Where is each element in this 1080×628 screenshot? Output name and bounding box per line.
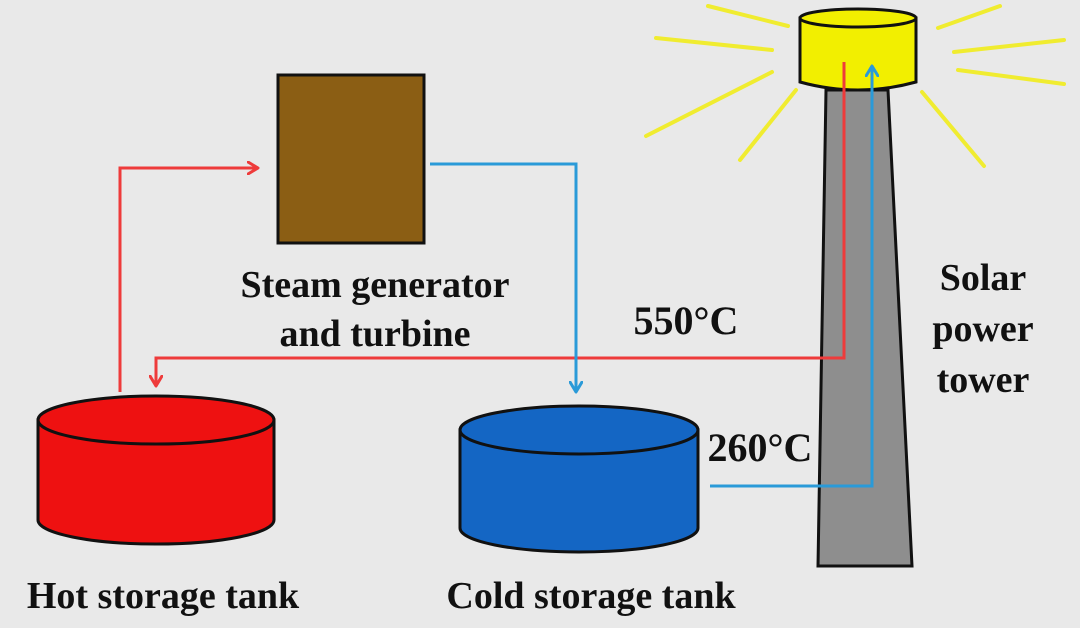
tower-label-line2: power bbox=[932, 308, 1033, 350]
hot-pipe-to-generator bbox=[118, 168, 258, 392]
cold-pipe-to-tank bbox=[430, 162, 576, 392]
hot-pipe-from-receiver bbox=[156, 62, 846, 386]
cold-pipe-to-receiver bbox=[710, 66, 872, 488]
steam-generator-box bbox=[276, 73, 426, 245]
hot-temperature-label: 550°C bbox=[634, 298, 739, 343]
receiver bbox=[798, 7, 918, 92]
steam-generator-label-line2: and turbine bbox=[279, 313, 470, 355]
hot-tank-label: Hot storage tank bbox=[27, 575, 300, 617]
hot-storage-tank bbox=[36, 394, 276, 546]
steam-generator-label-line1: Steam generator bbox=[240, 264, 509, 306]
cold-tank-label: Cold storage tank bbox=[446, 575, 736, 617]
cold-storage-tank bbox=[458, 404, 700, 554]
tower-label-line1: Solar bbox=[940, 257, 1027, 299]
solar-tower bbox=[816, 88, 914, 568]
cold-temperature-label: 260°C bbox=[708, 425, 813, 470]
tower-label-line3: tower bbox=[937, 359, 1030, 401]
sun-rays bbox=[644, 4, 1066, 168]
